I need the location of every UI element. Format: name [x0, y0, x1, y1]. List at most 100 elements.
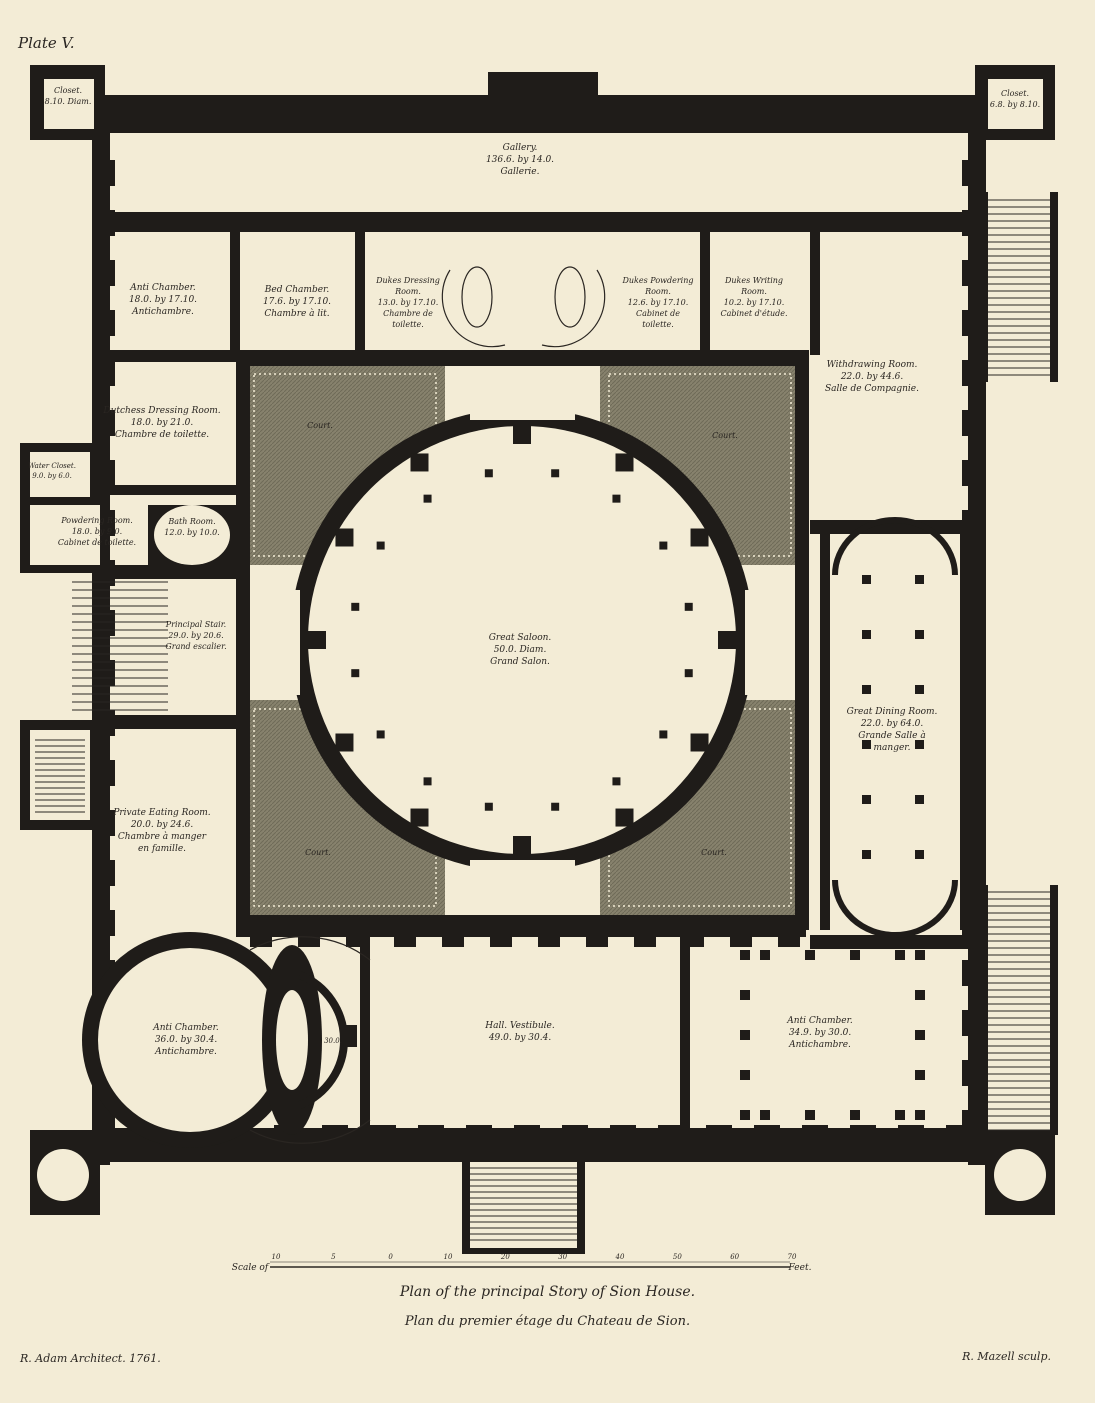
room-label-line: Dutchess Dressing Room.	[102, 406, 220, 416]
scale-tick-label: 10	[272, 1253, 281, 1261]
wall-pier	[962, 910, 982, 936]
wall-pier	[370, 1125, 396, 1143]
scale-tick-label: 50	[673, 1253, 682, 1261]
dining-room-apses	[832, 517, 958, 938]
wall-pier	[610, 1125, 636, 1143]
wall-pier	[95, 210, 115, 236]
scale-tick-label: 0	[388, 1253, 393, 1261]
wall-pier	[95, 1110, 115, 1136]
room-closet-nw: Closet.8.10. Diam.	[45, 86, 92, 106]
column	[805, 950, 815, 960]
column	[895, 1110, 905, 1120]
wall-pier	[346, 925, 368, 947]
room-label-line: Anti Chamber.	[129, 283, 196, 293]
room-label-line: 18.0. by 21.0.	[131, 418, 194, 428]
wall-pier	[962, 160, 982, 186]
wall-pier	[394, 925, 416, 947]
court-label-sw: Court.	[305, 848, 331, 857]
scale-tick-label: 20	[500, 1253, 510, 1261]
column	[862, 575, 871, 584]
room-label-line: Gallerie.	[500, 167, 539, 177]
saloon-wall-niche	[690, 733, 709, 752]
court-label-se: Court.	[701, 848, 727, 857]
room-label-line: 13.0. by 17.10.	[378, 298, 439, 307]
saloon-wall-niche	[615, 808, 634, 827]
room-label-line: Hall. Vestibule.	[484, 1021, 555, 1031]
wall-pier	[898, 1125, 924, 1143]
engraver-credit: R. Mazell sculp.	[962, 1350, 1051, 1363]
room-closet-ne: Closet.6.8. by 8.10.	[990, 89, 1040, 109]
column	[740, 1110, 750, 1120]
room-label-line: 22.0. by 44.6.	[840, 372, 904, 382]
room-label-line: 9.0. by 6.0.	[32, 472, 72, 480]
great-saloon-rotunda	[290, 408, 754, 872]
column	[760, 950, 770, 960]
saloon-column	[684, 669, 693, 678]
wall-pier	[586, 925, 608, 947]
room-label-line: 12.6. by 17.10.	[628, 298, 689, 307]
wall-pier	[935, 112, 959, 132]
room-label-line: Dukes Writing	[724, 276, 783, 285]
room-label-line: Antichambre.	[788, 1040, 851, 1050]
column	[862, 795, 871, 804]
wall-pier	[962, 560, 982, 586]
room-label-line: 18.0. by 9.0.	[72, 527, 122, 536]
column	[740, 1030, 750, 1040]
spiral-stairs-north	[441, 266, 606, 348]
room-label-line: Bath Room.	[167, 517, 215, 526]
saloon-column	[351, 602, 360, 611]
room-label-line: 50.0. Diam.	[494, 645, 547, 655]
room-label-line: manger.	[874, 743, 911, 753]
room-label-line: Private Eating Room.	[112, 808, 210, 818]
saloon-column	[551, 469, 560, 478]
saloon-column	[659, 541, 668, 550]
wall-pier	[530, 112, 554, 132]
caption-title-french: Plan du premier étage du Chateau de Sion…	[404, 1314, 691, 1329]
column	[760, 1110, 770, 1120]
wall-pier	[95, 410, 115, 436]
column	[850, 1110, 860, 1120]
architect-credit: R. Adam Architect. 1761.	[20, 1352, 161, 1365]
room-label-line: Salle de Compagnie.	[825, 384, 919, 394]
wall-pier	[466, 1125, 492, 1143]
column	[862, 850, 871, 859]
wall-pier	[730, 925, 752, 947]
wall-pier	[962, 210, 982, 236]
wall-pier	[890, 112, 914, 132]
room-label-line: Anti Chamber.	[786, 1016, 853, 1026]
room-labels: Closet.8.10. Diam. Closet.6.8. by 8.10. …	[28, 86, 1040, 1057]
wall-pier	[962, 410, 982, 436]
room-private-eating: Private Eating Room.20.0. by 24.6.Chambr…	[112, 808, 210, 854]
wall-pier	[514, 1125, 540, 1143]
wall-pier	[418, 1125, 444, 1143]
room-label-line: Great Dining Room.	[847, 707, 938, 717]
room-label-line: Room.	[394, 287, 421, 296]
room-label-line: toilette.	[642, 320, 674, 329]
column	[915, 850, 924, 859]
room-label-line: Chambre de	[383, 309, 433, 318]
saloon-column	[376, 541, 385, 550]
wall-pier	[125, 112, 149, 132]
wall-pier	[962, 960, 982, 986]
room-anti-chamber-north: Anti Chamber.18.0. by 17.10.Antichambre.	[129, 283, 197, 317]
room-withdrawing: Withdrawing Room.22.0. by 44.6.Salle de …	[825, 360, 919, 394]
wall-pier	[538, 925, 560, 947]
scale-tick-label: 70	[788, 1253, 797, 1261]
wall-pier	[962, 510, 982, 536]
column	[915, 950, 925, 960]
wall-pier	[215, 112, 239, 132]
room-bed-chamber: Bed Chamber.17.6. by 17.10.Chambre à lit…	[263, 285, 331, 319]
column	[862, 740, 871, 749]
wall-pier	[95, 260, 115, 286]
wall-pier	[95, 360, 115, 386]
room-label-line: Cabinet de toilette.	[58, 538, 136, 547]
room-label-line: Cabinet d'étude.	[720, 309, 787, 318]
room-label-line: Closet.	[54, 86, 82, 95]
room-label-line: Chambre à manger	[118, 831, 207, 842]
column	[915, 740, 924, 749]
room-label-line: 49.0. by 30.4.	[488, 1033, 552, 1043]
room-principal-stair: Principal Stair.29.0. by 20.6.Grand esca…	[165, 620, 227, 651]
saloon-column	[351, 669, 360, 678]
wall-pier	[778, 925, 800, 947]
